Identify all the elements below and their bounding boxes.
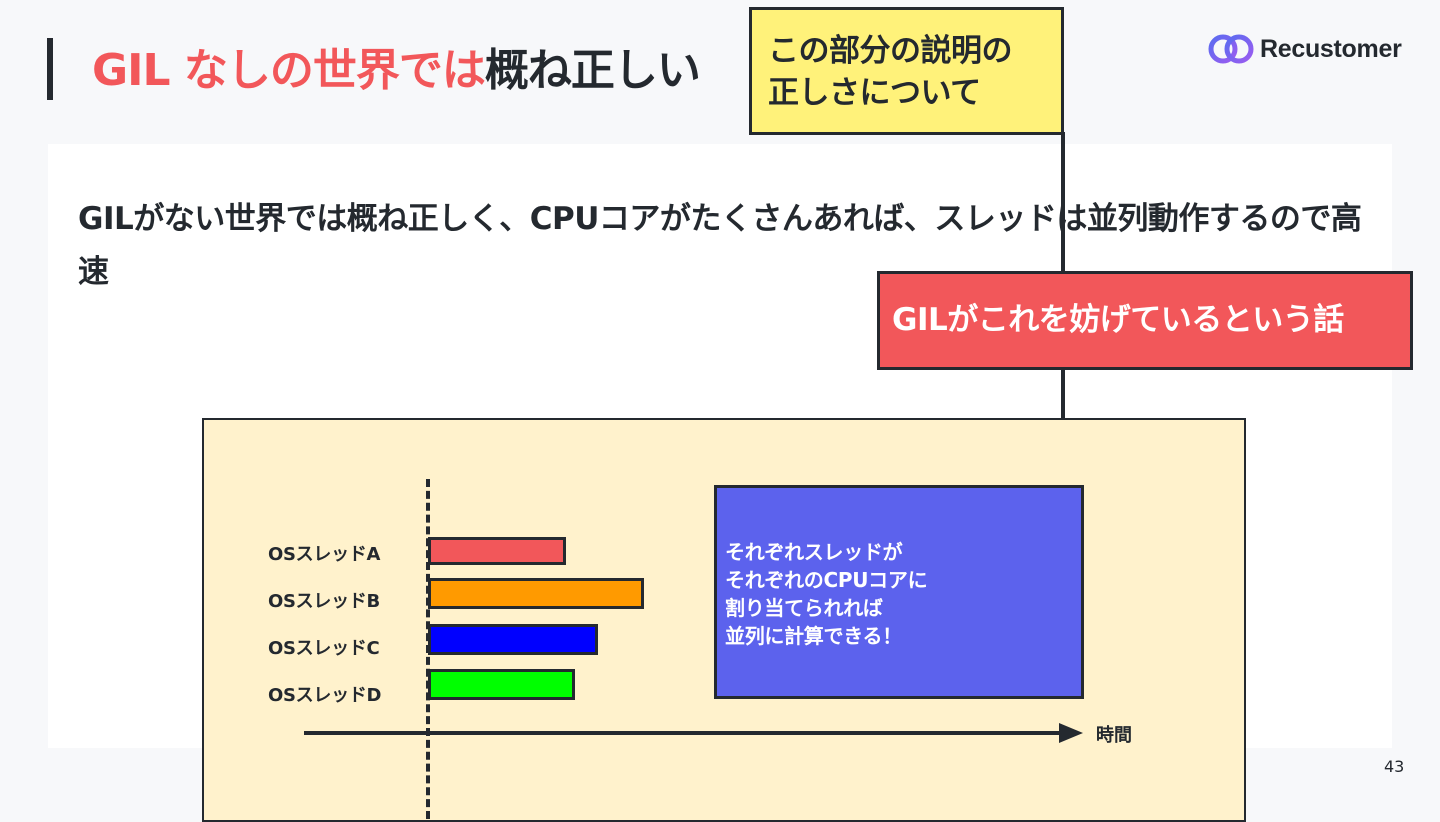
sticky-note-yellow-line2: 正しさについて <box>768 75 981 111</box>
sticky-note-yellow-line1: この部分の説明の <box>768 33 1013 69</box>
sticky-note-red-text: GILがこれを妨げているという話 <box>892 302 1344 338</box>
thread-diagram: OSスレッドA OSスレッドB OSスレッドC OSスレッドD 時間 それぞれス… <box>202 418 1246 822</box>
parallel-callout-text: それぞれスレッドが それぞれのCPUコアに 割り当てられれば 並列に計算できる！ <box>725 538 928 650</box>
body-text: GILがない世界では概ね正しく、CPUコアがたくさんあれば、スレッドは並列動作す… <box>78 201 1362 290</box>
title-accent-bar <box>47 38 53 100</box>
callout-line-1: それぞれスレッドが <box>725 540 903 564</box>
infinity-link-icon <box>1208 34 1254 64</box>
sticky-note-yellow-text: この部分の説明の 正しさについて <box>768 30 1013 114</box>
callout-line-2: それぞれのCPUコアに <box>725 568 928 592</box>
thread-bar-c <box>428 624 598 655</box>
slide-title-highlight: GIL なしの世界では <box>92 45 486 96</box>
callout-line-3: 割り当てられれば <box>725 596 883 620</box>
time-axis-line <box>304 731 1064 735</box>
time-axis-arrow <box>1059 723 1083 743</box>
thread-bar-a <box>428 537 566 565</box>
logo-text: Recustomer <box>1260 34 1402 63</box>
slide-title-rest: 概ね正しい <box>484 45 701 96</box>
thread-label-b: OSスレッドB <box>268 591 380 612</box>
slide-title: GIL なしの世界では概ね正しい <box>92 42 701 100</box>
time-axis-label: 時間 <box>1096 725 1132 746</box>
sticky-note-red: GILがこれを妨げているという話 <box>877 271 1413 370</box>
callout-line-4: 並列に計算できる！ <box>725 624 902 648</box>
thread-bar-b <box>428 578 644 609</box>
thread-bar-d <box>428 669 575 700</box>
thread-label-c: OSスレッドC <box>268 638 380 659</box>
thread-label-d: OSスレッドD <box>268 685 382 706</box>
sticky-note-yellow: この部分の説明の 正しさについて <box>749 7 1064 135</box>
company-logo: Recustomer <box>1207 30 1402 68</box>
page-number: 43 <box>1384 757 1405 776</box>
thread-label-a: OSスレッドA <box>268 544 381 565</box>
parallel-callout: それぞれスレッドが それぞれのCPUコアに 割り当てられれば 並列に計算できる！ <box>714 485 1084 699</box>
